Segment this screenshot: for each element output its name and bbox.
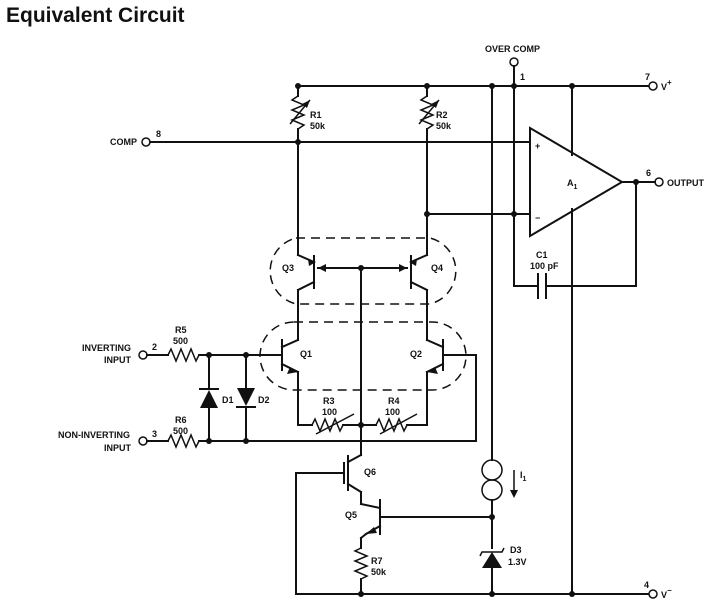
r5-value: 500 [173, 336, 188, 346]
r2-name: R2 [436, 110, 448, 120]
non-inverting-input-terminal[interactable] [138, 436, 148, 446]
d3-zener [479, 547, 505, 568]
r1-resistor [289, 85, 311, 256]
q1-q2-shield [259, 321, 467, 391]
r3-resistor [311, 413, 355, 435]
q4-transistor [409, 253, 429, 292]
r6-value: 500 [173, 426, 188, 436]
a1-label: A1 [567, 178, 578, 191]
r7-name: R7 [371, 556, 383, 566]
r6-name: R6 [175, 415, 187, 425]
d3-value: 1.3V [508, 557, 527, 567]
r2-resistor [418, 85, 440, 256]
r6-resistor [167, 433, 200, 449]
r4-name: R4 [388, 396, 400, 406]
junction-dots [206, 83, 639, 597]
r7-value: 50k [371, 567, 387, 577]
q1-label: Q1 [300, 349, 312, 359]
d3-name: D3 [510, 545, 522, 555]
d2-diode [236, 354, 256, 442]
q6-label: Q6 [364, 467, 376, 477]
r3-value: 100 [322, 407, 337, 417]
r7-resistor [353, 547, 369, 580]
r2-value: 50k [436, 121, 452, 131]
pin-6-label: 6 [646, 168, 651, 178]
r3-name: R3 [323, 396, 335, 406]
r1-value: 50k [310, 121, 326, 131]
v-plus-label: V+ [661, 78, 672, 92]
q2-label: Q2 [410, 349, 422, 359]
amp-minus-sign: − [535, 213, 540, 223]
q1-transistor [280, 338, 300, 374]
i1-label: I1 [520, 470, 527, 483]
c1-name: C1 [536, 250, 548, 260]
pin-3-label: 3 [152, 429, 157, 439]
r4-value: 100 [385, 407, 400, 417]
pin-4-label: 4 [644, 580, 649, 590]
amplifier-a1 [529, 126, 624, 238]
r5-name: R5 [175, 325, 187, 335]
r1-name: R1 [310, 110, 322, 120]
d1-label: D1 [222, 395, 234, 405]
pin-7-label: 7 [645, 72, 650, 82]
d1-diode [199, 354, 219, 442]
pin-8-label: 8 [156, 129, 161, 139]
over-comp-terminal[interactable] [509, 57, 519, 67]
q5-label: Q5 [345, 510, 357, 520]
inverting-input-terminal[interactable] [138, 350, 148, 360]
output-terminal[interactable] [654, 177, 664, 187]
inverting-input-label-line1: INVERTING [82, 343, 131, 353]
diagram-title: Equivalent Circuit [6, 4, 185, 27]
current-source-i1 [481, 459, 518, 501]
q3-label: Q3 [282, 263, 294, 273]
q4-label: Q4 [431, 263, 443, 273]
pin-1-label: 1 [520, 72, 525, 82]
r4-resistor [375, 413, 418, 435]
r5-resistor [167, 347, 200, 363]
v-plus-terminal[interactable] [648, 81, 658, 91]
q2-transistor [425, 338, 445, 374]
amp-plus-sign: + [535, 141, 540, 151]
inverting-input-label-line2: INPUT [104, 355, 132, 365]
non-inverting-input-label-line1: NON-INVERTING [58, 430, 130, 440]
output-label: OUTPUT [667, 178, 705, 188]
over-comp-label: OVER COMP [485, 44, 540, 54]
q5-transistor [359, 499, 493, 536]
c1-capacitor [513, 215, 637, 299]
v-minus-label: V− [661, 586, 672, 600]
v-minus-terminal[interactable] [648, 589, 658, 599]
q3-transistor [296, 253, 316, 292]
pin-2-label: 2 [152, 342, 157, 352]
comp-label: COMP [110, 137, 137, 147]
non-inverting-input-label-line2: INPUT [104, 443, 132, 453]
d2-label: D2 [258, 395, 270, 405]
q6-transistor [295, 453, 363, 494]
comp-terminal[interactable] [141, 137, 151, 147]
c1-value: 100 pF [530, 261, 559, 271]
